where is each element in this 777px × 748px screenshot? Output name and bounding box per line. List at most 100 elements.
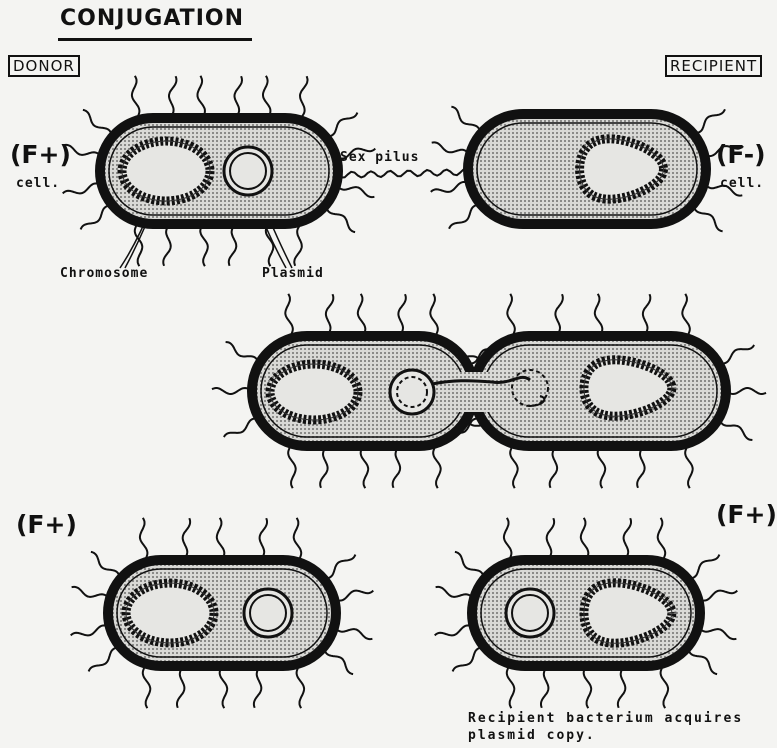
- flagellum: [254, 666, 261, 708]
- flagellum: [510, 446, 518, 488]
- flagellum: [432, 142, 470, 154]
- flagellum: [449, 204, 481, 228]
- flagellum: [555, 294, 562, 336]
- flagellum: [91, 552, 121, 579]
- flagellum: [220, 666, 228, 708]
- flagellum: [63, 183, 102, 193]
- flagellum: [507, 294, 515, 336]
- flagellum: [334, 627, 372, 639]
- flagellum: [643, 294, 650, 336]
- flagellum: [294, 224, 302, 266]
- flagellum: [81, 205, 113, 229]
- flagellum: [198, 76, 205, 118]
- recipient-label: RECIPIENT: [665, 55, 762, 77]
- plasmid: [224, 147, 272, 195]
- flagellum: [698, 627, 736, 639]
- flagellum: [140, 518, 148, 560]
- flagellum: [507, 666, 515, 708]
- flagellum: [358, 294, 366, 336]
- donor-cell-label: cell.: [16, 176, 60, 191]
- flagellum: [504, 518, 512, 560]
- flagellum: [431, 182, 470, 192]
- flagellum: [326, 113, 358, 137]
- flagellum: [334, 591, 373, 601]
- flagellum: [637, 446, 644, 488]
- flagellum: [693, 109, 725, 133]
- plasmid: [244, 589, 292, 637]
- flagellum: [688, 647, 718, 674]
- flagellum: [235, 76, 243, 118]
- result-right-type-label: (F+): [716, 500, 777, 529]
- caption-line-2: plasmid copy.: [468, 727, 596, 744]
- flagellum: [598, 446, 606, 488]
- flagellum: [595, 294, 603, 336]
- flagellum: [688, 555, 720, 579]
- flagellum: [719, 419, 753, 441]
- flagellum: [393, 446, 400, 488]
- sex-pilus-label: Sex pilus: [340, 150, 419, 165]
- flagellum: [169, 76, 176, 118]
- flagellum: [71, 625, 110, 635]
- flagellum: [435, 625, 474, 635]
- flagellum: [326, 294, 333, 336]
- flagellum: [288, 446, 296, 488]
- flagellum: [624, 518, 631, 560]
- donor-type-label: (F+): [10, 140, 71, 169]
- flagellum: [453, 647, 485, 671]
- flagellum: [143, 666, 151, 708]
- plasmid-label: Plasmid: [262, 266, 324, 281]
- flagellum: [177, 666, 184, 708]
- flagellum: [200, 224, 208, 266]
- flagellum: [83, 110, 113, 137]
- flagellum: [398, 294, 405, 336]
- flagellum: [550, 446, 557, 488]
- sex-pilus: [338, 169, 470, 177]
- flagellum: [698, 591, 737, 601]
- flagellum: [693, 204, 723, 231]
- flagellum: [581, 518, 589, 560]
- chromosome-label: Chromosome: [60, 266, 148, 281]
- recipient-type-label: (F-): [716, 140, 766, 169]
- flagellum: [132, 76, 140, 118]
- flagellum: [163, 224, 170, 266]
- flagellum: [336, 185, 374, 197]
- flagellum: [726, 388, 766, 394]
- flagellum: [618, 666, 625, 708]
- flagellum: [433, 446, 441, 488]
- title-underline: [58, 38, 252, 41]
- flagellum: [361, 446, 369, 488]
- flagellum: [226, 342, 260, 364]
- flagellum: [658, 518, 666, 560]
- flagellum: [685, 446, 693, 488]
- flagellum: [183, 518, 190, 560]
- diagram-title: CONJUGATION: [60, 6, 244, 31]
- flagellum: [326, 205, 356, 232]
- flagellum: [719, 345, 755, 364]
- flagellum: [89, 647, 121, 671]
- flagellum: [661, 666, 669, 708]
- flagellum: [451, 107, 481, 134]
- flagellum: [320, 446, 327, 488]
- flagellum: [300, 76, 308, 118]
- flagellum: [584, 666, 592, 708]
- flagellum: [294, 518, 302, 560]
- flagellum: [682, 294, 690, 336]
- flagellum: [217, 518, 225, 560]
- flagellum: [229, 224, 237, 266]
- flagellum: [324, 647, 354, 674]
- flagellum: [436, 587, 474, 599]
- flagellum: [297, 666, 305, 708]
- plasmid: [506, 589, 554, 637]
- flagellum: [212, 388, 252, 394]
- flagellum: [324, 555, 356, 579]
- flagellum: [547, 518, 554, 560]
- recipient-cell-label: cell.: [720, 176, 764, 191]
- flagellum: [541, 666, 548, 708]
- flagellum: [224, 418, 260, 437]
- conjugation-bridge: [452, 372, 500, 412]
- flagellum: [285, 294, 293, 336]
- result-left-type-label: (F+): [16, 510, 77, 539]
- caption-line-1: Recipient bacterium acquires: [468, 710, 743, 727]
- flagellum: [430, 294, 438, 336]
